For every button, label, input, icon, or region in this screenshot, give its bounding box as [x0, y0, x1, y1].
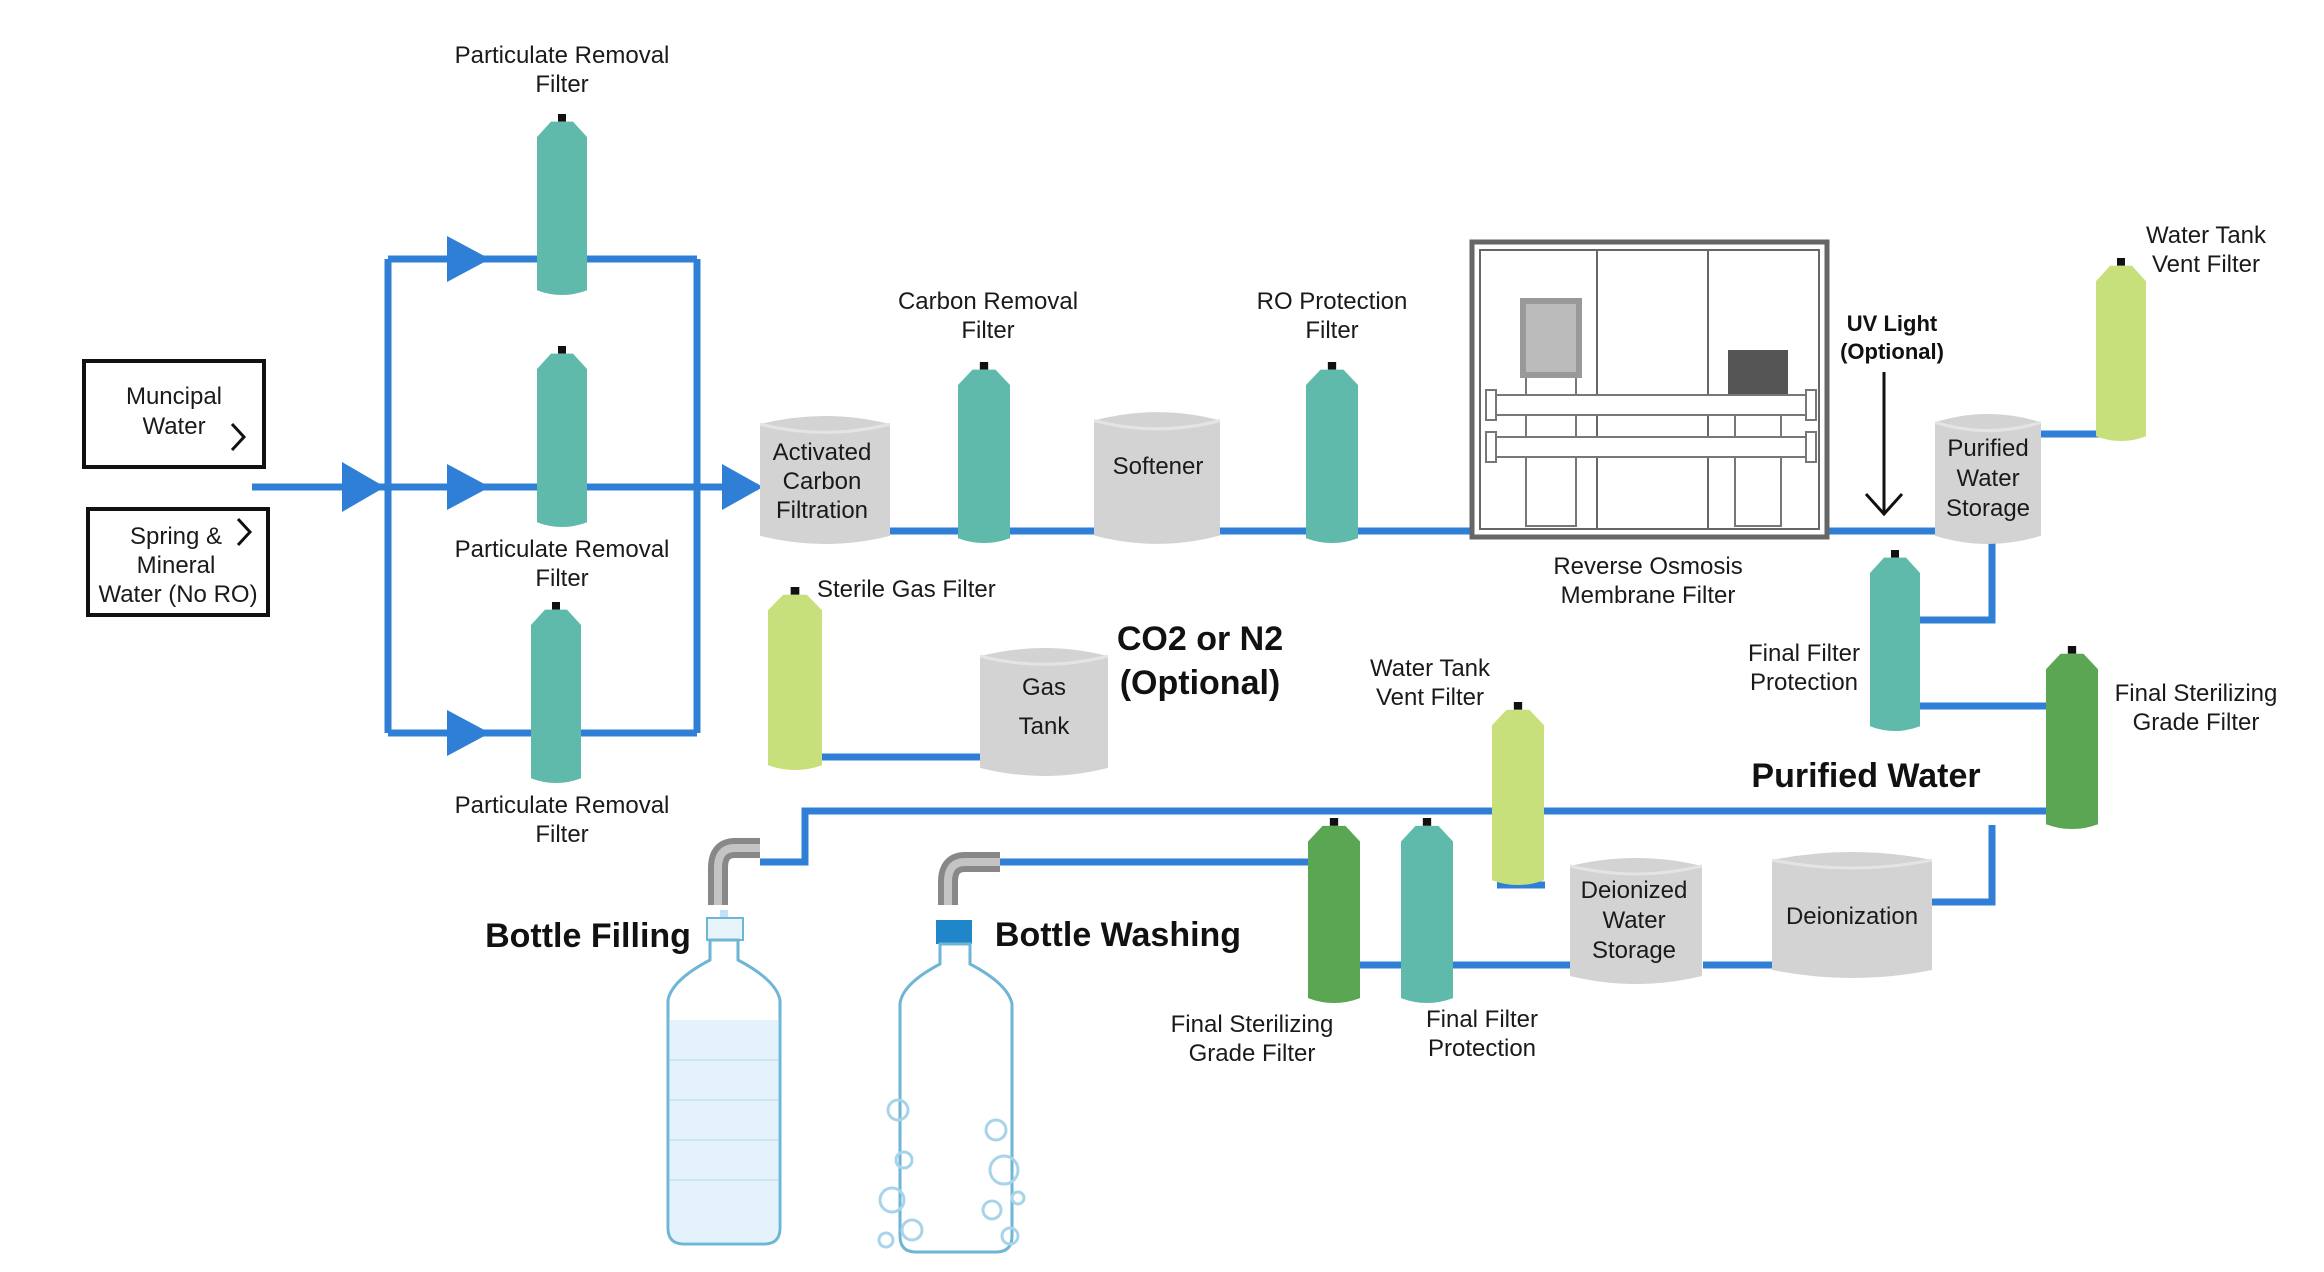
svg-text:Storage: Storage	[1946, 495, 2030, 522]
bottle-washing-bottle	[877, 920, 1026, 1254]
svg-text:Deionization: Deionization	[1786, 903, 1918, 930]
bottle-filling-label: Bottle Filling	[485, 917, 691, 955]
svg-text:Softener: Softener	[1113, 453, 1204, 480]
svg-text:Protection: Protection	[1428, 1035, 1536, 1062]
svg-text:Vent Filter: Vent Filter	[1376, 684, 1484, 711]
particulate-filter-bottom: Particulate Removal Filter	[455, 602, 670, 848]
deionization-tank: Deionization	[1772, 850, 1932, 980]
svg-text:Particulate Removal: Particulate Removal	[455, 42, 670, 69]
particulate-filter-mid: Particulate Removal Filter	[455, 346, 670, 592]
bubbles-icon	[877, 1098, 1026, 1249]
svg-text:Final Sterilizing: Final Sterilizing	[1171, 1011, 1334, 1038]
ro-protection-filter: RO Protection Filter	[1257, 288, 1408, 544]
svg-text:Water Tank: Water Tank	[1370, 655, 1491, 682]
spring-water-box: Spring & Mineral Water (No RO)	[86, 507, 270, 617]
softener-tank: Softener	[1094, 410, 1220, 546]
svg-text:Storage: Storage	[1592, 937, 1676, 964]
bottle-filling-bottle	[666, 910, 782, 1246]
svg-text:(Optional): (Optional)	[1840, 339, 1944, 364]
particulate-filter-top: Particulate Removal Filter	[455, 42, 670, 296]
svg-text:Protection: Protection	[1750, 669, 1858, 696]
activated-carbon-tank: Activated Carbon Filtration	[760, 414, 890, 546]
svg-text:Water Tank: Water Tank	[2146, 222, 2267, 249]
municipal-water-box: Muncipal Water	[82, 359, 266, 469]
water-tank-vent-filter-top: Water Tank Vent Filter	[2096, 222, 2267, 442]
bottle-washing-spout	[938, 852, 1000, 905]
svg-text:UV Light: UV Light	[1847, 311, 1938, 336]
svg-text:Water: Water	[1602, 907, 1665, 934]
uv-light: UV Light (Optional)	[1840, 311, 1944, 517]
deionized-water-storage-tank: Deionized Water Storage	[1570, 856, 1702, 986]
chevron-right-icon	[236, 517, 253, 547]
svg-text:Grade Filter: Grade Filter	[1189, 1040, 1316, 1067]
bottle-washing-label: Bottle Washing	[995, 916, 1241, 954]
co2-label-1: CO2 or N2	[1117, 620, 1283, 658]
svg-text:Final Filter: Final Filter	[1426, 1006, 1538, 1033]
svg-text:Filter: Filter	[535, 565, 588, 592]
svg-text:Filtration: Filtration	[776, 497, 868, 524]
co2-label-2: (Optional)	[1120, 664, 1281, 702]
purified-water-storage-tank: Purified Water Storage	[1935, 412, 2041, 546]
final-filter-protection-right: Final Filter Protection	[1748, 550, 1920, 732]
arrow-down-icon	[1864, 492, 1904, 517]
reverse-osmosis-unit: Reverse Osmosis Membrane Filter	[1469, 239, 1830, 609]
municipal-label-2: Water	[142, 413, 205, 440]
svg-text:Final Filter: Final Filter	[1748, 640, 1860, 667]
svg-text:Filter: Filter	[961, 317, 1014, 344]
svg-text:Grade Filter: Grade Filter	[2133, 709, 2260, 736]
svg-text:Tank: Tank	[1019, 713, 1071, 740]
spring-label-3: Water (No RO)	[98, 581, 257, 608]
svg-text:Filter: Filter	[535, 821, 588, 848]
spring-label-1: Spring &	[130, 523, 222, 550]
svg-text:RO Protection: RO Protection	[1257, 288, 1408, 315]
water-tank-vent-filter-mid: Water Tank Vent Filter	[1370, 655, 1544, 886]
svg-text:Filter: Filter	[1305, 317, 1358, 344]
svg-text:Water: Water	[1956, 465, 2019, 492]
svg-text:Gas: Gas	[1022, 674, 1066, 701]
carbon-removal-filter: Carbon Removal Filter	[898, 288, 1078, 544]
final-sterilizing-filter-right: Final Sterilizing Grade Filter	[2046, 646, 2278, 830]
svg-text:Reverse Osmosis: Reverse Osmosis	[1553, 553, 1742, 580]
purified-water-label: Purified Water	[1751, 757, 1980, 795]
bottle-filling-spout	[708, 838, 760, 905]
municipal-label-1: Muncipal	[126, 383, 222, 410]
svg-text:Deionized: Deionized	[1581, 877, 1688, 904]
svg-text:Membrane Filter: Membrane Filter	[1561, 582, 1736, 609]
svg-text:Carbon: Carbon	[783, 468, 862, 495]
final-filter-protection-bottom: Final Filter Protection	[1401, 818, 1538, 1062]
svg-text:Filter: Filter	[535, 71, 588, 98]
svg-text:Particulate Removal: Particulate Removal	[455, 792, 670, 819]
final-sterilizing-filter-bottom: Final Sterilizing Grade Filter	[1171, 818, 1360, 1067]
svg-text:Activated: Activated	[773, 439, 872, 466]
sterile-gas-filter: Sterile Gas Filter	[768, 576, 996, 771]
svg-text:Carbon Removal: Carbon Removal	[898, 288, 1078, 315]
gas-tank: Gas Tank	[980, 646, 1108, 778]
svg-text:Sterile Gas Filter: Sterile Gas Filter	[817, 576, 996, 603]
chevron-right-icon	[230, 422, 247, 452]
svg-text:Vent Filter: Vent Filter	[2152, 251, 2260, 278]
svg-text:Purified: Purified	[1947, 435, 2028, 462]
flow-arrows	[342, 236, 763, 756]
svg-text:Final Sterilizing: Final Sterilizing	[2115, 680, 2278, 707]
svg-text:Particulate Removal: Particulate Removal	[455, 536, 670, 563]
spring-label-2: Mineral	[137, 552, 216, 579]
